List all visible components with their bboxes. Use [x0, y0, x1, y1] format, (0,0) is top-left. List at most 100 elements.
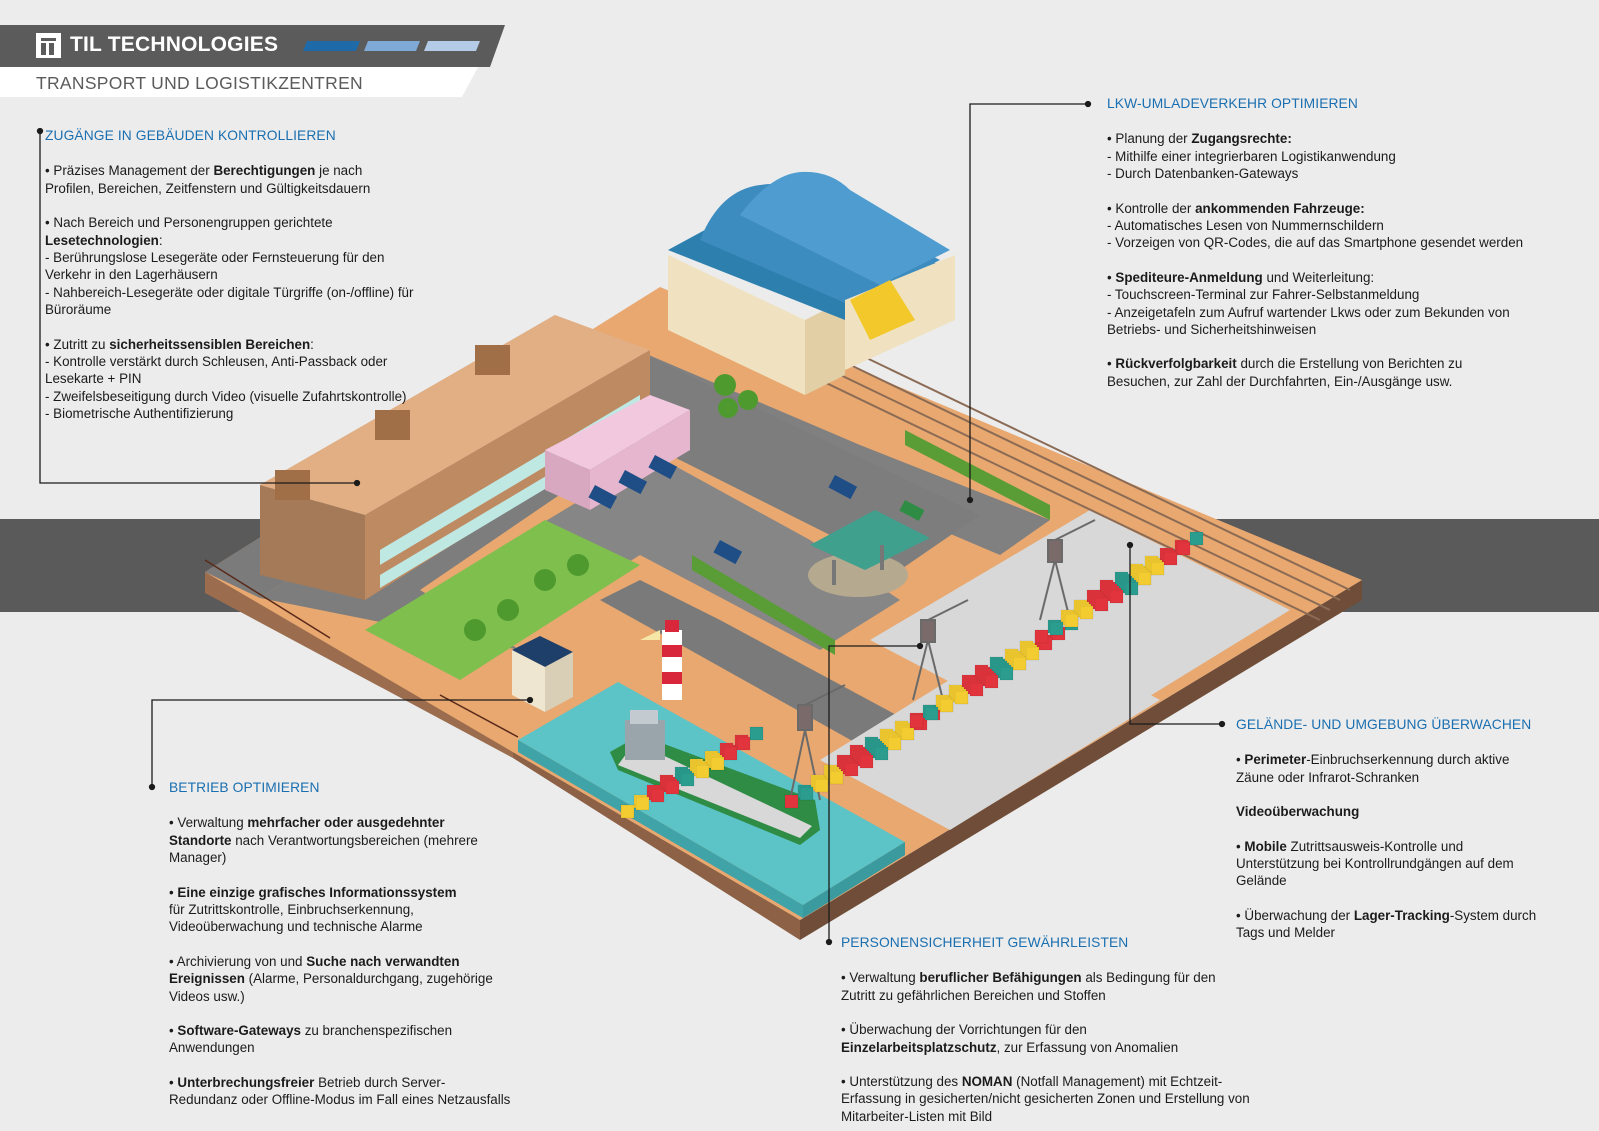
text-run: Redundanz oder Offline-Modus im Fall ein… [169, 1092, 511, 1108]
bold-run: Berechtigungen [213, 163, 316, 179]
bold-run: Videoüberwachung [1236, 804, 1360, 820]
callout-block: • Spediteure-Anmeldung und Weiterleitung… [1107, 269, 1577, 339]
callout-body: • Planung der Zugangsrechte:- Mithilfe e… [1107, 130, 1577, 390]
text-run: • Archivierung von und [169, 953, 307, 969]
text-run: Videos usw.) [169, 988, 245, 1004]
callout-line: Videoüberwachung [1236, 803, 1586, 820]
callout-line: - Mithilfe einer integrierbaren Logistik… [1107, 148, 1577, 165]
text-run: - Vorzeigen von QR-Codes, die auf das Sm… [1107, 235, 1524, 251]
callout-line: - Nahbereich-Lesegeräte oder digitale Tü… [45, 284, 465, 301]
text-run: durch die Erstellung von Berichten zu [1236, 356, 1463, 372]
railway-tracks [819, 349, 1351, 621]
callout-line: für Zutrittskontrolle, Einbruchserkennun… [169, 901, 559, 918]
text-run: • Unterstützung des [841, 1074, 962, 1090]
bold-run: mehrfacher oder ausgedehnter [247, 815, 445, 831]
callout-body: • Verwaltung mehrfacher oder ausgedehnte… [169, 814, 559, 1108]
bold-run: Mobile [1244, 838, 1287, 854]
container-box [695, 764, 710, 779]
callout-line: • Überwachung der Lager-Tracking-System … [1236, 907, 1586, 924]
text-run: , zur Erfassung von Anomalien [996, 1039, 1179, 1055]
callout-block: • Nach Bereich und Personengruppen geric… [45, 214, 465, 318]
text-run: • [169, 1023, 178, 1039]
callout-line: • Überwachung der Vorrichtungen für den [841, 1021, 1301, 1038]
container-box [924, 706, 939, 721]
text-run: je nach [315, 163, 363, 179]
callout-line: • Eine einzige grafisches Informationssy… [169, 884, 559, 901]
bold-run: Software-Gateways [177, 1023, 301, 1039]
bold-run: Perimeter [1244, 752, 1307, 768]
callout-line: - Anzeigetafeln zum Aufruf wartender Lkw… [1107, 304, 1577, 321]
container-box [859, 754, 874, 769]
callout-line: Videoüberwachung und technische Alarme [169, 918, 559, 935]
callout-line: • Mobile Zutrittsausweis-Kontrolle und [1236, 838, 1586, 855]
callout-line: - Biometrische Authentifizierung [45, 405, 465, 422]
callout-line: • Spediteure-Anmeldung und Weiterleitung… [1107, 269, 1577, 286]
text-run: nach Verantwortungsbereichen (mehrere [231, 832, 478, 848]
callout-block: • Eine einzige grafisches Informationssy… [169, 884, 559, 936]
callout-truck-traffic: LKW-UMLADEVERKEHR OPTIMIEREN • Planung d… [1107, 95, 1577, 390]
container-box [1079, 605, 1094, 620]
lighthouse [640, 620, 682, 700]
text-run: Erfassung in gesicherten/nicht gesichert… [841, 1091, 1250, 1107]
container-box [939, 698, 954, 713]
callout-line: • Unterbrechungsfreier Betrieb durch Ser… [169, 1074, 559, 1091]
text-run: Büroräume [45, 302, 112, 318]
container-ship [610, 710, 820, 845]
bold-run: Eine einzige grafisches Informationssyst… [177, 884, 457, 900]
callout-line: - Kontrolle verstärkt durch Schleusen, A… [45, 353, 465, 370]
header-stripe-2 [364, 41, 420, 51]
callout-line: • Präzises Management der Berechtigungen… [45, 162, 465, 179]
callout-line: Betriebs- und Sicherheitshinweisen [1107, 321, 1577, 338]
park-area [365, 374, 758, 680]
leader-trucks [969, 103, 1088, 500]
container-box [736, 736, 751, 751]
container-box [829, 770, 844, 785]
callout-line: • Archivierung von und Suche nach verwan… [169, 953, 559, 970]
callout-line: Einzelarbeitsplatzschutz, zur Erfassung … [841, 1039, 1301, 1056]
text-run: • Zutritt zu [45, 336, 110, 352]
fuel-station [808, 510, 930, 597]
container-box [1124, 581, 1139, 596]
container-box [969, 682, 984, 697]
container-box [1012, 656, 1027, 671]
text-run: - Berührungslose Lesegeräte oder Fernste… [45, 250, 385, 266]
callout-block: • Kontrolle der ankommenden Fahrzeuge:- … [1107, 200, 1577, 252]
text-run: als Bedingung für den [1081, 970, 1216, 986]
text-run: Betrieb durch Server- [314, 1074, 446, 1090]
container-box [887, 736, 902, 751]
text-run: : [158, 232, 163, 248]
container-box [1137, 571, 1152, 586]
text-run: Zäune oder Infrarot-Schranken [1236, 769, 1420, 785]
garage-bays [545, 395, 690, 510]
leader-operations [151, 699, 530, 787]
bold-run: Lager-Tracking [1353, 907, 1450, 923]
container-box [650, 788, 665, 803]
container-box [620, 804, 635, 819]
callout-line: Zutritt zu gefährlichen Bereichen und St… [841, 987, 1301, 1004]
callout-line: - Berührungslose Lesegeräte oder Fernste… [45, 249, 465, 266]
text-run: - Durch Datenbanken-Gateways [1107, 166, 1299, 182]
container-box [799, 786, 814, 801]
container-box [1094, 597, 1109, 612]
text-run: (Notfall Management) mit Echtzeit- [1012, 1074, 1223, 1090]
text-run: Besuchen, zur Zahl der Durchfahrten, Ein… [1107, 373, 1453, 389]
container-box [1049, 621, 1064, 636]
callout-operations: BETRIEB OPTIMIEREN • Verwaltung mehrfach… [169, 779, 559, 1109]
callout-site-monitoring: GELÄNDE- UND UMGEBUNG ÜBERWACHEN • Perim… [1236, 716, 1586, 942]
text-run: • Überwachung der [1236, 907, 1354, 923]
callout-body: • Präzises Management der Berechtigungen… [45, 162, 465, 422]
container-box [999, 666, 1014, 681]
bold-run: ankommenden Fahrzeuge: [1195, 200, 1365, 216]
text-run: Videoüberwachung und technische Alarme [169, 919, 423, 935]
callout-line: Standorte nach Verantwortungsbereichen (… [169, 832, 559, 849]
container-box [844, 762, 859, 777]
text-run: Anwendungen [169, 1040, 255, 1056]
text-run: • Nach Bereich und Personengruppen geric… [45, 215, 333, 231]
brand-name: TIL TECHNOLOGIES [70, 33, 279, 56]
callout-heading: PERSONENSICHERHEIT GEWÄHRLEISTEN [841, 935, 1129, 950]
text-run: Verkehr in den Lagerhäusern [45, 267, 218, 283]
callout-line: • Rückverfolgbarkeit durch die Erstellun… [1107, 355, 1577, 372]
text-run: - Anzeigetafeln zum Aufruf wartender Lkw… [1107, 304, 1510, 320]
